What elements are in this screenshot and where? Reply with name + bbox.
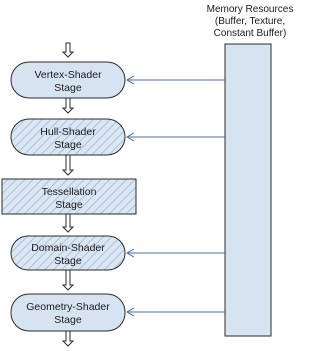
hull-shader-stage-box bbox=[10, 118, 126, 156]
memory-to-domain-shader-arrowhead bbox=[125, 248, 135, 258]
domain-shader-stage-label-line2: Stage bbox=[54, 255, 82, 267]
tessellation-stage-label-line1: Tessellation bbox=[42, 186, 97, 198]
domain-shader-stage-box bbox=[10, 235, 126, 271]
flow-arrow-2 bbox=[61, 154, 75, 176]
tessellation-stage-label-line2: Stage bbox=[55, 199, 83, 211]
hull-shader-stage-label-line1: Hull-Shader bbox=[40, 126, 96, 138]
geometry-shader-stage-label-line2: Stage bbox=[54, 314, 82, 326]
vertex-shader-stage-box bbox=[10, 61, 126, 99]
vertex-shader-stage-label-line2: Stage bbox=[54, 82, 82, 94]
tessellation-stage-box bbox=[1, 178, 137, 215]
geometry-shader-stage-box bbox=[10, 293, 126, 332]
memory-resources-box bbox=[224, 43, 272, 337]
memory-to-hull-shader-arrowhead bbox=[125, 132, 135, 142]
flow-arrow-bottom bbox=[61, 330, 75, 347]
pipeline-diagram: Memory Resources (Buffer, Texture, Const… bbox=[1, 4, 294, 347]
memory-to-geometry-shader-arrowhead bbox=[125, 307, 135, 317]
memory-resources-label-line2: (Buffer, Texture, bbox=[215, 16, 285, 27]
memory-to-vertex-shader-arrowhead bbox=[125, 75, 135, 85]
flow-arrow-4 bbox=[61, 269, 75, 291]
geometry-shader-stage-label-line1: Geometry-Shader bbox=[26, 301, 110, 313]
flow-arrow-top bbox=[61, 42, 75, 58]
flow-arrow-3 bbox=[61, 213, 75, 233]
domain-shader-stage-label-line1: Domain-Shader bbox=[31, 242, 105, 254]
hull-shader-stage-label-line2: Stage bbox=[54, 139, 82, 151]
memory-resources-label-line3: Constant Buffer) bbox=[214, 28, 287, 39]
flow-arrow-1 bbox=[61, 97, 75, 114]
vertex-shader-stage-label-line1: Vertex-Shader bbox=[34, 69, 102, 81]
memory-resources-label-line1: Memory Resources bbox=[207, 4, 294, 15]
